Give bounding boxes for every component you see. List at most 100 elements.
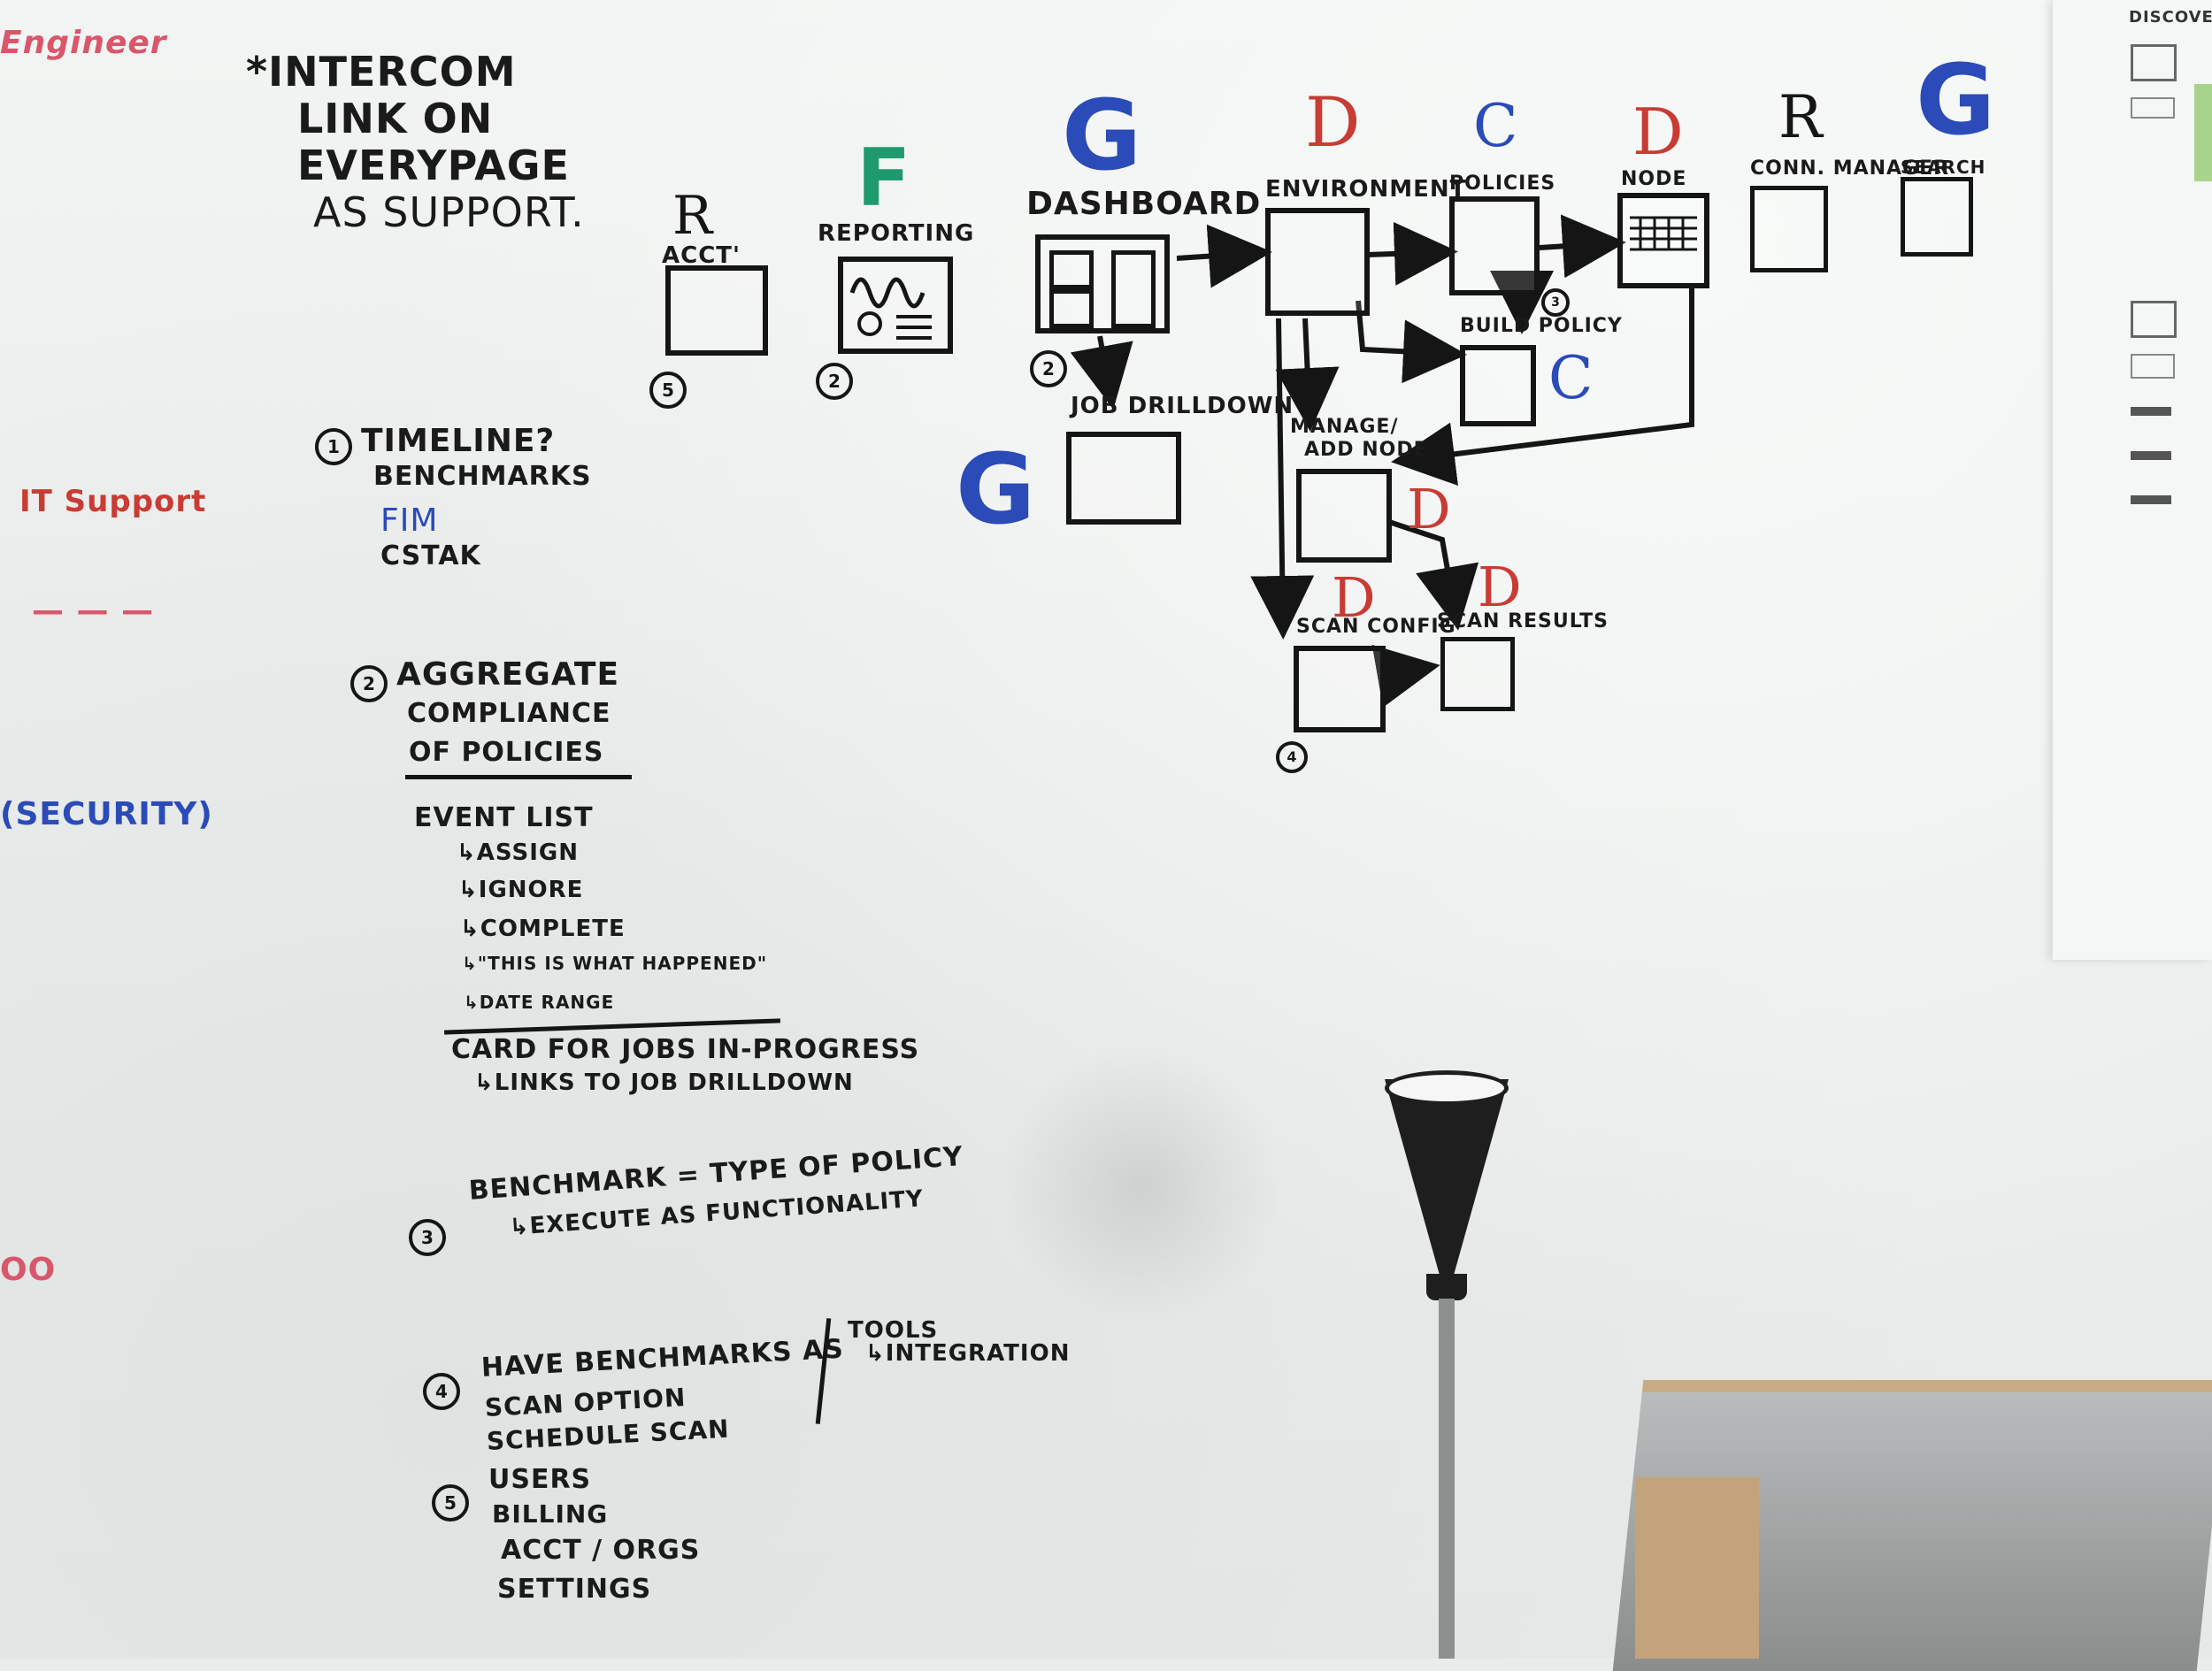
node-box bbox=[1617, 193, 1709, 288]
dashboard-num: 2 bbox=[1030, 350, 1067, 387]
acct-num: 5 bbox=[649, 372, 687, 409]
node-letter: D bbox=[1632, 95, 1685, 169]
manage-node-box bbox=[1296, 469, 1392, 563]
scan-results-label: SCAN RESULTS bbox=[1437, 610, 1609, 632]
note-1-line-2: BENCHMARKS bbox=[373, 461, 592, 492]
note-2-underline bbox=[405, 775, 632, 779]
grid-sketch-icon bbox=[1630, 216, 1697, 251]
manage-node-letter: D bbox=[1407, 477, 1452, 541]
note-5-line-2: BILLING bbox=[492, 1499, 609, 1529]
note-2-line-3: OF POLICIES bbox=[409, 737, 604, 768]
dashboard-label: DASHBOARD bbox=[1026, 186, 1262, 222]
card-line-2: ↳LINKS TO JOB DRILLDOWN bbox=[474, 1069, 854, 1096]
policies-box bbox=[1449, 196, 1540, 295]
reporting-num: 2 bbox=[816, 363, 853, 400]
it-support-label: IT Support bbox=[19, 484, 207, 519]
intercom-line-1: *INTERCOM bbox=[246, 48, 517, 96]
wireframe-printout: DISCOVER bbox=[2053, 0, 2212, 960]
note-5-num: 5 bbox=[432, 1484, 469, 1522]
note-1-line-4: CSTAK bbox=[380, 540, 481, 571]
policies-letter: C bbox=[1473, 92, 1519, 160]
job-drilldown-letter: G bbox=[956, 433, 1037, 546]
printout-thumb-2 bbox=[2131, 97, 2175, 119]
dashes: — — — bbox=[32, 593, 155, 629]
printout-green-tab bbox=[2194, 84, 2212, 181]
note-4-side-1: TOOLS bbox=[848, 1317, 939, 1344]
intercom-line-4: AS SUPPORT. bbox=[313, 188, 585, 236]
lamp-rim bbox=[1385, 1070, 1509, 1106]
scan-config-label: SCAN CONFIG bbox=[1296, 616, 1456, 638]
build-policy-box bbox=[1460, 345, 1536, 426]
acct-letter: R bbox=[672, 185, 714, 247]
event-item-assign: ↳ASSIGN bbox=[457, 839, 579, 866]
build-policy-letter: C bbox=[1548, 344, 1594, 412]
printout-thumb-4 bbox=[2131, 354, 2175, 379]
conn-manager-box bbox=[1750, 186, 1828, 272]
manage-node-label-1: MANAGE/ bbox=[1290, 416, 1399, 438]
event-item-complete: ↳COMPLETE bbox=[460, 916, 626, 942]
note-2-line-2: COMPLIANCE bbox=[407, 698, 611, 729]
printout-bar-2 bbox=[2131, 451, 2171, 460]
environment-letter: D bbox=[1305, 83, 1362, 163]
chart-sketch-icon bbox=[849, 277, 932, 340]
intercom-line-2: LINK ON bbox=[297, 94, 494, 142]
note-1-num: 1 bbox=[315, 428, 352, 465]
printout-bar-3 bbox=[2131, 495, 2171, 504]
acct-label: ACCT' bbox=[662, 242, 741, 269]
note-2-num: 2 bbox=[350, 665, 388, 702]
printout-title: DISCOVER bbox=[2129, 8, 2212, 27]
search-box bbox=[1901, 177, 1973, 257]
card-line-1: CARD FOR JOBS IN-PROGRESS bbox=[451, 1034, 920, 1065]
event-item-happened: ↳"THIS IS WHAT HAPPENED" bbox=[462, 953, 768, 974]
acct-box bbox=[665, 265, 768, 356]
event-item-date-range: ↳DATE RANGE bbox=[464, 992, 615, 1013]
job-drilldown-box bbox=[1066, 432, 1181, 525]
event-list-title: EVENT LIST bbox=[414, 802, 594, 833]
scan-results-letter: D bbox=[1478, 555, 1523, 619]
search-letter: G bbox=[1916, 43, 1997, 157]
lamp-shadow bbox=[1000, 1044, 1283, 1327]
dashboard-box bbox=[1035, 234, 1170, 333]
intercom-line-3: EVERYPAGE bbox=[297, 141, 570, 189]
dashboard-letter: G bbox=[1062, 79, 1143, 192]
intercom-note: *INTERCOM LINK ON EVERYPAGE AS SUPPORT. bbox=[246, 49, 585, 236]
environment-box bbox=[1265, 208, 1370, 316]
note-4-side-2: ↳INTEGRATION bbox=[865, 1340, 1071, 1367]
note-5-line-4: SETTINGS bbox=[497, 1574, 652, 1605]
security-label: (SECURITY) bbox=[0, 796, 213, 832]
printout-thumb-3 bbox=[2131, 301, 2177, 338]
environment-label: ENVIRONMENT bbox=[1265, 176, 1467, 203]
policies-label: POLICIES bbox=[1449, 172, 1556, 195]
lamp-neck bbox=[1426, 1274, 1467, 1300]
note-2-line-1: AGGREGATE bbox=[396, 656, 620, 693]
lamp-shade bbox=[1385, 1079, 1509, 1300]
note-5-line-3: ACCT / ORGS bbox=[501, 1535, 701, 1566]
note-3-num: 3 bbox=[409, 1219, 446, 1256]
policies-num: 3 bbox=[1541, 288, 1570, 317]
scan-results-box bbox=[1440, 637, 1515, 711]
note-1-line-1: TIMELINE? bbox=[361, 423, 556, 459]
node-label: NODE bbox=[1621, 168, 1687, 190]
search-label: SEARCH bbox=[1901, 157, 1986, 178]
lamp-pole bbox=[1439, 1299, 1455, 1659]
manage-node-label: MANAGE/ ADD NODE bbox=[1290, 416, 1428, 463]
scan-config-box bbox=[1294, 646, 1386, 732]
engineer-label: Engineer bbox=[0, 25, 167, 61]
note-4-num: 4 bbox=[423, 1373, 460, 1410]
manage-node-label-2: ADD NODE bbox=[1304, 439, 1428, 462]
note-5-line-1: USERS bbox=[488, 1464, 592, 1495]
scan-config-letter: D bbox=[1332, 565, 1377, 630]
job-drilldown-label: JOB DRILLDOWN bbox=[1071, 393, 1294, 419]
conn-manager-letter: R bbox=[1778, 83, 1824, 151]
build-policy-label: BUILD POLICY bbox=[1460, 315, 1623, 337]
conn-manager-label: CONN. MANAGER bbox=[1750, 157, 1950, 180]
note-1-line-3: FIM bbox=[380, 502, 439, 539]
printout-bar-1 bbox=[2131, 407, 2171, 416]
printout-thumb-1 bbox=[2131, 44, 2177, 81]
event-item-ignore: ↳IGNORE bbox=[458, 877, 584, 903]
crate-side bbox=[1635, 1477, 1759, 1659]
reporting-label: REPORTING bbox=[818, 220, 975, 247]
reporting-box bbox=[838, 257, 953, 354]
oo-mark: OO bbox=[0, 1252, 57, 1288]
